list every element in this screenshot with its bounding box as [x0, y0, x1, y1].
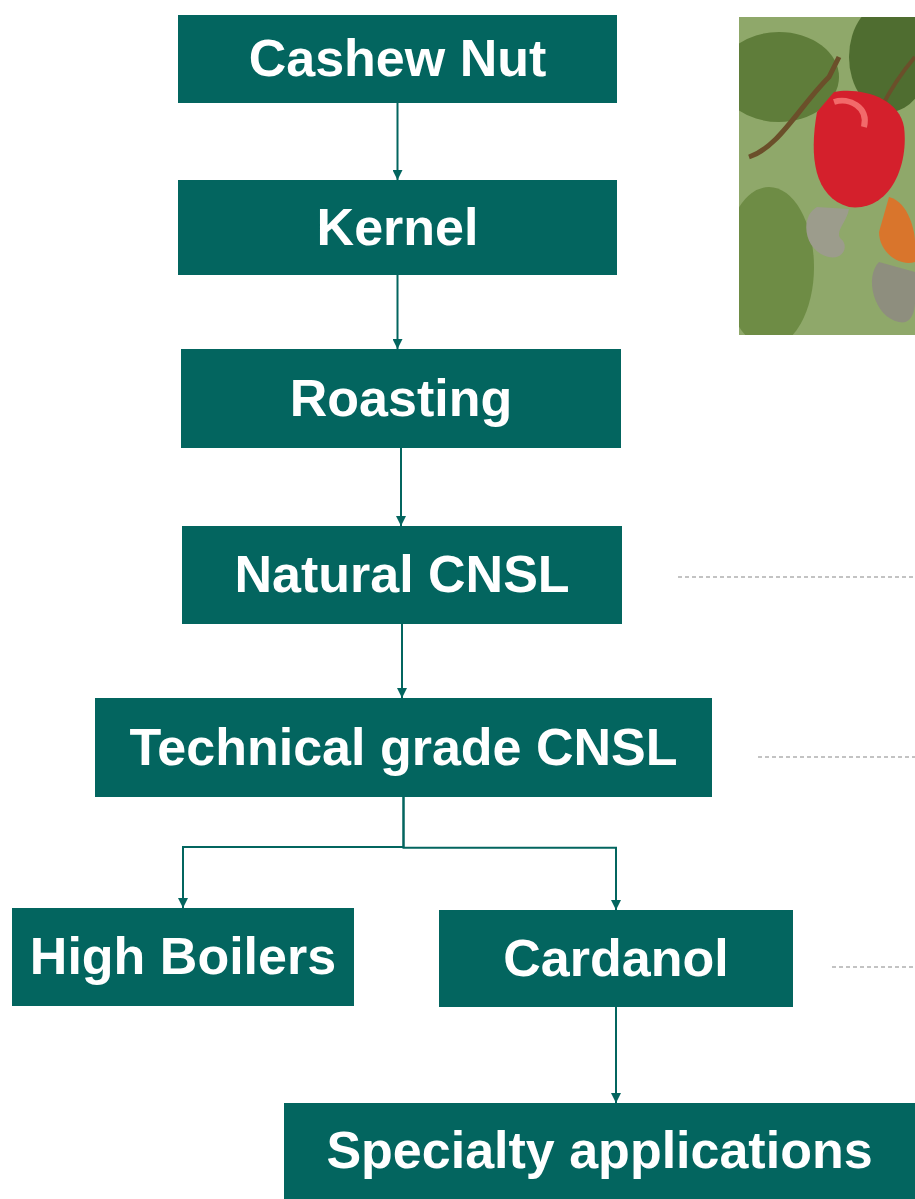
- highlight: [834, 101, 865, 127]
- leader-line: [678, 576, 915, 578]
- flow-arrow: [400, 448, 402, 526]
- process-box: Cardanol: [439, 910, 793, 1007]
- process-box: High Boilers: [12, 908, 354, 1006]
- cashew-nut: [806, 207, 849, 257]
- flow-arrow: [397, 103, 399, 180]
- process-box: Natural CNSL: [182, 526, 622, 624]
- flow-arrow: [397, 275, 399, 349]
- box-label: Cashew Nut: [249, 30, 547, 87]
- process-box: Kernel: [178, 180, 617, 275]
- cashew-photo: [739, 17, 915, 335]
- flow-arrow: [404, 797, 617, 910]
- box-label: Roasting: [290, 370, 512, 427]
- box-label: Natural CNSL: [234, 546, 569, 603]
- box-label: Kernel: [317, 199, 479, 256]
- box-label: High Boilers: [30, 928, 336, 985]
- box-label: Specialty applications: [326, 1122, 872, 1179]
- process-box: Specialty applications: [284, 1103, 915, 1199]
- leader-line: [832, 966, 915, 968]
- flow-arrow: [615, 1007, 617, 1103]
- cashew-apple: [814, 91, 905, 208]
- flow-arrow: [183, 797, 404, 908]
- cashew-nut: [872, 262, 915, 322]
- process-box: Roasting: [181, 349, 621, 448]
- cashew-apple: [879, 197, 915, 263]
- box-label: Technical grade CNSL: [129, 719, 677, 776]
- process-box: Cashew Nut: [178, 15, 617, 103]
- leader-line: [758, 756, 915, 758]
- flow-arrow: [401, 624, 403, 698]
- box-label: Cardanol: [503, 930, 728, 987]
- process-box: Technical grade CNSL: [95, 698, 712, 797]
- leaf: [739, 187, 814, 335]
